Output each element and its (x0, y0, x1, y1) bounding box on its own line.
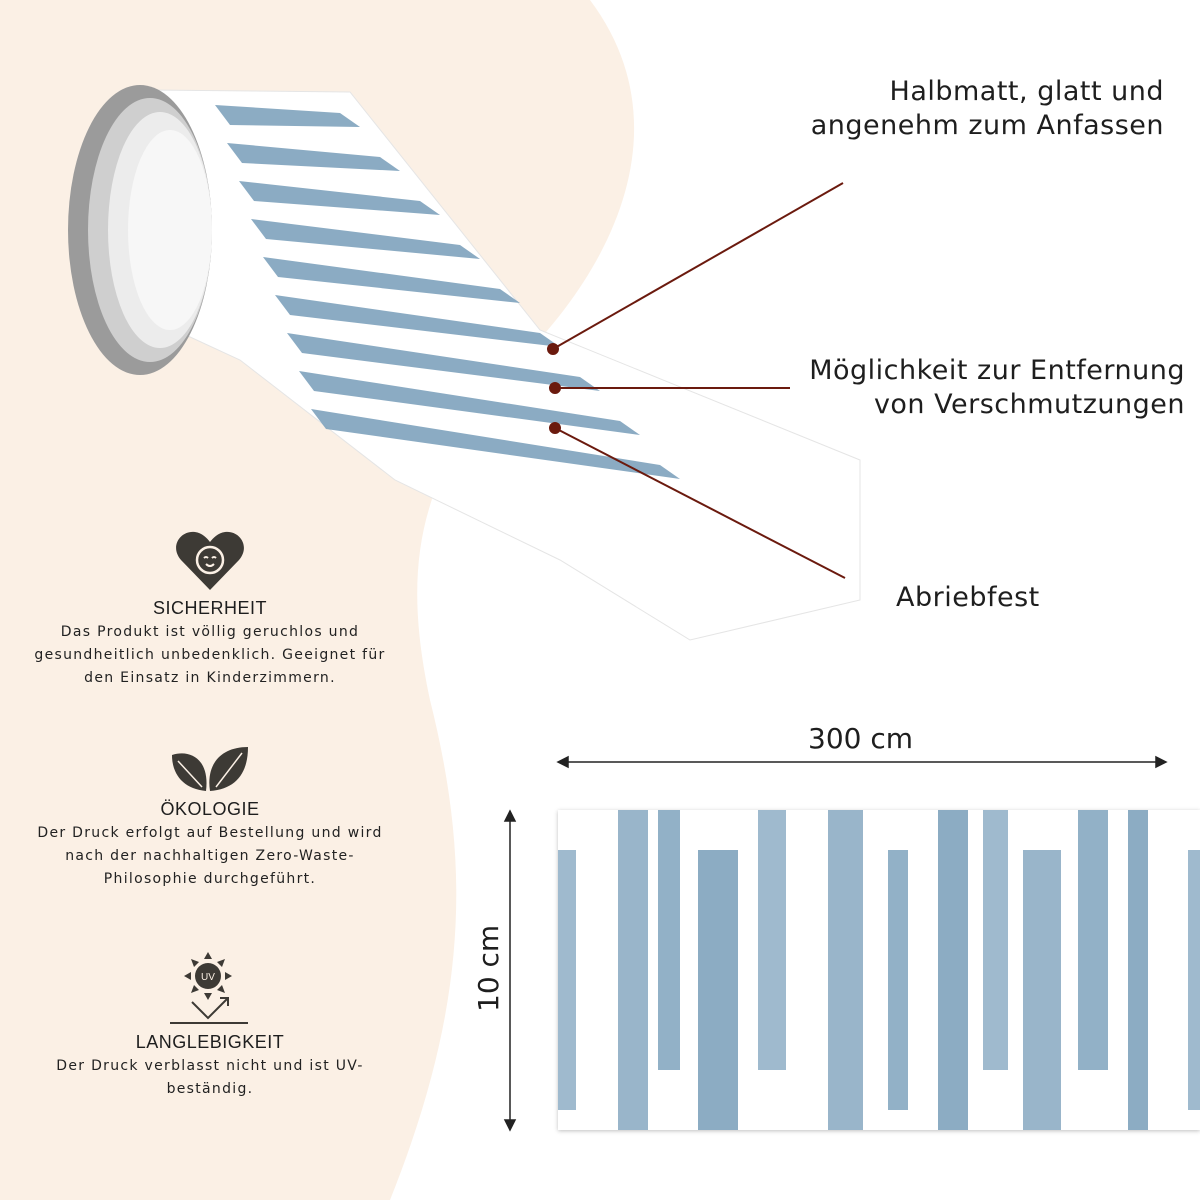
pattern-stripe (1023, 850, 1061, 1130)
baby-heart-icon (176, 531, 244, 590)
pattern-stripe (888, 850, 908, 1110)
roll-pattern-stripe (275, 295, 560, 347)
feature-text: nach der nachhaltigen Zero-Waste- (65, 848, 355, 864)
svg-text:UV: UV (201, 972, 215, 983)
feature-text: Philosophie durchgeführt. (103, 871, 317, 887)
feature-text: beständig. (166, 1081, 254, 1097)
feature-text: den Einsatz in Kinderzimmern. (84, 670, 336, 686)
roll-pattern-stripe (287, 333, 600, 391)
height-dimension-label: 10 cm (472, 924, 505, 1012)
pattern-stripe (558, 850, 576, 1110)
leader-lines (547, 182, 846, 579)
wallpaper-strip-preview (558, 810, 1200, 1130)
feature-ecology: ÖKOLOGIE Der Druck erfolgt auf Bestellun… (30, 745, 390, 891)
feature-text: gesundheitlich unbedenklich. Geeignet fü… (34, 647, 386, 663)
callout-line: Halbmatt, glatt und (889, 76, 1164, 107)
feature-title: ÖKOLOGIE (160, 799, 260, 819)
wallpaper-roll (68, 85, 861, 641)
uv-sun-icon: UV (170, 952, 248, 1024)
pattern-stripe (1078, 810, 1108, 1070)
callout-line: angenehm zum Anfassen (810, 110, 1164, 141)
pattern-stripe (828, 810, 863, 1130)
pattern-stripe (938, 810, 968, 1130)
pattern-stripe (618, 810, 648, 1130)
pattern-stripe (1128, 810, 1148, 1130)
callout-line: von Verschmutzungen (873, 389, 1185, 420)
callout-line: Möglichkeit zur Entfernung (809, 355, 1185, 386)
feature-safety: SICHERHEIT Das Produkt ist völlig geruch… (30, 530, 390, 690)
feature-text: Der Druck verblasst nicht und ist UV- (56, 1058, 364, 1074)
dimension-arrows (503, 755, 1168, 1132)
feature-text: Das Produkt ist völlig geruchlos und (60, 624, 360, 640)
pattern-stripe (758, 810, 786, 1070)
pattern-stripe (698, 850, 738, 1130)
callout-dirt-removal: Möglichkeit zur Entfernung von Verschmut… (809, 354, 1185, 422)
roll-pattern-stripe (215, 105, 360, 127)
callout-matte-smooth: Halbmatt, glatt und angenehm zum Anfasse… (811, 75, 1164, 143)
roll-pattern-stripe (251, 219, 480, 259)
roll-pattern-stripe (299, 371, 640, 435)
pattern-stripe (1188, 850, 1200, 1110)
roll-pattern-stripe (263, 257, 520, 303)
feature-text: Der Druck erfolgt auf Bestellung und wir… (37, 825, 383, 841)
leaves-icon (172, 747, 248, 791)
feature-title: SICHERHEIT (152, 598, 267, 618)
width-dimension-label: 300 cm (808, 722, 914, 755)
callout-abrasion-resistant: Abriebfest (896, 582, 1040, 613)
pattern-stripe (983, 810, 1008, 1070)
pattern-stripe (658, 810, 680, 1070)
roll-pattern-stripe (239, 181, 440, 215)
roll-pattern-stripe (311, 409, 680, 479)
feature-durability: UV LANGLEBIGKEIT Der Druck verblasst nic… (30, 950, 390, 1101)
feature-title: LANGLEBIGKEIT (135, 1032, 285, 1052)
roll-pattern-stripe (227, 143, 400, 171)
